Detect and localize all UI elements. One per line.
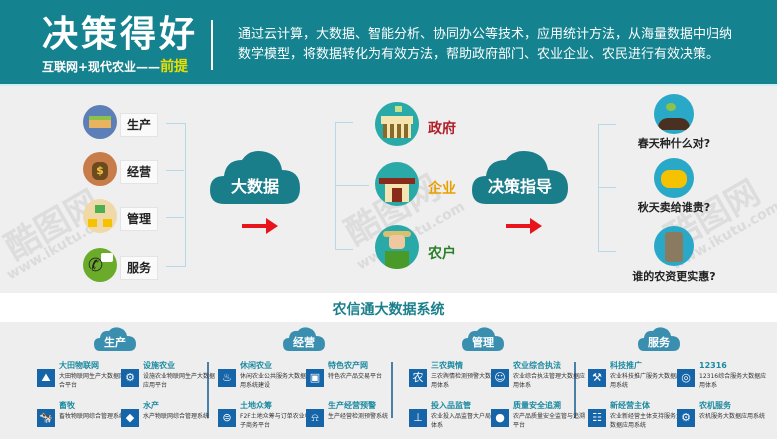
gold-coins-icon [654, 158, 694, 198]
system-item-aquaculture[interactable]: ◆ 水产 水产物联网综合管理系统 [121, 401, 211, 435]
stamp-icon: ⊥ [409, 409, 427, 427]
target-label-government: 政府 [428, 121, 456, 137]
header-divider [211, 20, 213, 70]
cow-icon: 🐄 [37, 409, 55, 427]
connector-line [166, 170, 184, 171]
question-spring-planting: 春天种什么对? [637, 137, 711, 150]
source-bracket [166, 123, 186, 267]
source-label-production: 生产 [120, 113, 159, 137]
source-label-management: 管理 [120, 207, 159, 231]
apple-icon: ● [491, 409, 509, 427]
category-cloud-production: 生产 [94, 326, 136, 352]
category-label: 经营 [293, 336, 315, 349]
system-panel: 生产 经营 管理 服务 ⛰ 大田物联网 大田物联网生产大数据网综合平台 ⚙ 设施… [0, 322, 777, 439]
produce-crate-icon [83, 105, 117, 139]
farmer-icon [375, 225, 419, 269]
decision-cloud: 决策指导 [472, 148, 568, 206]
page-title: 决策得好 [42, 14, 199, 55]
category-label: 管理 [472, 336, 494, 349]
question-cheapest-supplies: 谁的农资更实惠? [632, 270, 716, 283]
system-item-new-business-entity[interactable]: ☷ 新经营主体 农业新经营主体支持服务大数据应用系统 [588, 401, 682, 435]
system-title-band: 农信通大数据系统 [0, 293, 777, 322]
arrow-right-icon [242, 218, 278, 234]
money-bag-icon: $ [83, 152, 117, 186]
header-banner: 决策得好 互联网+现代农业——前提 通过云计算，大数据、智能分析、协同办公等技术… [0, 0, 777, 86]
system-item-tech-extension[interactable]: ⚒ 科技推广 农业科技推广服务大数据应用系统 [588, 361, 682, 395]
seedling-icon [654, 94, 694, 134]
group-icon: ☷ [588, 409, 606, 427]
system-item-law-enforcement[interactable]: ☺ 农业综合执法 农业综合执法管理大数据应用体系 [491, 361, 585, 395]
big-data-label: 大数据 [230, 177, 279, 196]
header-description: 通过云计算，大数据、智能分析、协同办公等技术，应用统计方法，从海量数据中归纳 数… [238, 25, 758, 65]
alarm-icon: ⍾ [306, 409, 324, 427]
system-item-specialty-market[interactable]: ▣ 特色农产网 特色农产品交易平台 [306, 361, 396, 395]
category-cloud-business: 经营 [283, 326, 325, 352]
column-divider [574, 362, 576, 418]
category-label: 服务 [648, 336, 670, 349]
fish-icon: ◆ [121, 409, 139, 427]
page-subtitle: 互联网+现代农业——前提 [42, 60, 188, 74]
system-item-12316[interactable]: ◎ 12316 12316综合服务大数据应用体系 [677, 361, 767, 395]
fertilizer-bag-icon [654, 226, 694, 266]
system-item-rural-opinion[interactable]: 农 三农舆情 三农舆情检测预警大数据应用体系 [409, 361, 503, 395]
field-icon: ⛰ [37, 369, 55, 387]
system-item-land-crowdfunding[interactable]: ⊜ 土地众筹 F2F土地众筹与订单农业电子商务平台 [218, 401, 311, 435]
big-data-cloud: 大数据 [210, 148, 300, 206]
category-cloud-service: 服务 [638, 326, 680, 352]
nong-character-icon: 农 [409, 369, 427, 387]
column-divider [391, 362, 393, 418]
farm-machine-icon: ⚙ [677, 409, 695, 427]
handshake-icon: ⊜ [218, 409, 236, 427]
category-label: 生产 [104, 336, 126, 349]
system-item-farm-machinery[interactable]: ⚙ 农机服务 农机服务大数据应用系统 [677, 401, 767, 435]
question-bracket [598, 124, 616, 252]
category-cloud-management: 管理 [462, 326, 504, 352]
police-icon: ☺ [491, 369, 509, 387]
connector-line [598, 187, 616, 188]
phone-chat-icon: ✆ [83, 248, 117, 282]
enterprise-building-icon [375, 162, 419, 206]
column-divider [207, 362, 209, 418]
subtitle-prefix: 互联网+现代农业—— [42, 60, 161, 74]
leisure-farm-icon: ♨ [218, 369, 236, 387]
system-item-quality-traceability[interactable]: ● 质量安全追溯 农产品质量安全监管与追溯平台 [491, 401, 585, 435]
system-item-facility-agri[interactable]: ⚙ 设施农业 设施农业物联网生产大数据应用平台 [121, 361, 215, 395]
system-item-leisure-agri[interactable]: ♨ 休闲农业 休闲农业公共服务大数据应用系统建设 [218, 361, 312, 395]
system-title: 农信通大数据系统 [332, 302, 445, 318]
arrow-right-icon [506, 218, 542, 234]
target-label-farmer: 农户 [428, 246, 456, 262]
source-label-business: 经营 [120, 160, 159, 184]
target-bracket [335, 122, 353, 250]
subtitle-accent: 前提 [160, 59, 189, 75]
flow-diagram: 酷图网 www.ikutu.com 酷图网 www.ikutu.com 酷图网 … [0, 88, 777, 293]
system-item-livestock[interactable]: 🐄 畜牧 畜牧物联网综合管理系统 [37, 401, 127, 435]
connector-line [335, 185, 369, 186]
hotline-icon: ◎ [677, 369, 695, 387]
question-autumn-selling: 秋天卖给谁贵? [637, 201, 711, 214]
excavator-icon: ⚒ [588, 369, 606, 387]
source-label-service: 服务 [120, 256, 159, 280]
description-line-1: 通过云计算，大数据、智能分析、协同办公等技术，应用统计方法，从海量数据中归纳 [238, 27, 733, 42]
description-line-2: 数学模型，将数据转化为有效方法，帮助政府部门、农业企业、农民进行有效决策。 [238, 47, 720, 62]
decision-label: 决策指导 [487, 177, 552, 196]
org-chart-icon [83, 199, 117, 233]
target-label-enterprise: 企业 [428, 181, 456, 197]
system-item-production-alert[interactable]: ⍾ 生产经营预警 生产经营检测预警系统 [306, 401, 396, 435]
connector-line [166, 217, 184, 218]
system-item-input-supervision[interactable]: ⊥ 投入品监管 农业投入品监督大户局应用体系 [409, 401, 503, 435]
tractor-icon: ⚙ [121, 369, 139, 387]
monitor-icon: ▣ [306, 369, 324, 387]
system-item-field-iot[interactable]: ⛰ 大田物联网 大田物联网生产大数据网综合平台 [37, 361, 131, 395]
government-building-icon [375, 102, 419, 146]
